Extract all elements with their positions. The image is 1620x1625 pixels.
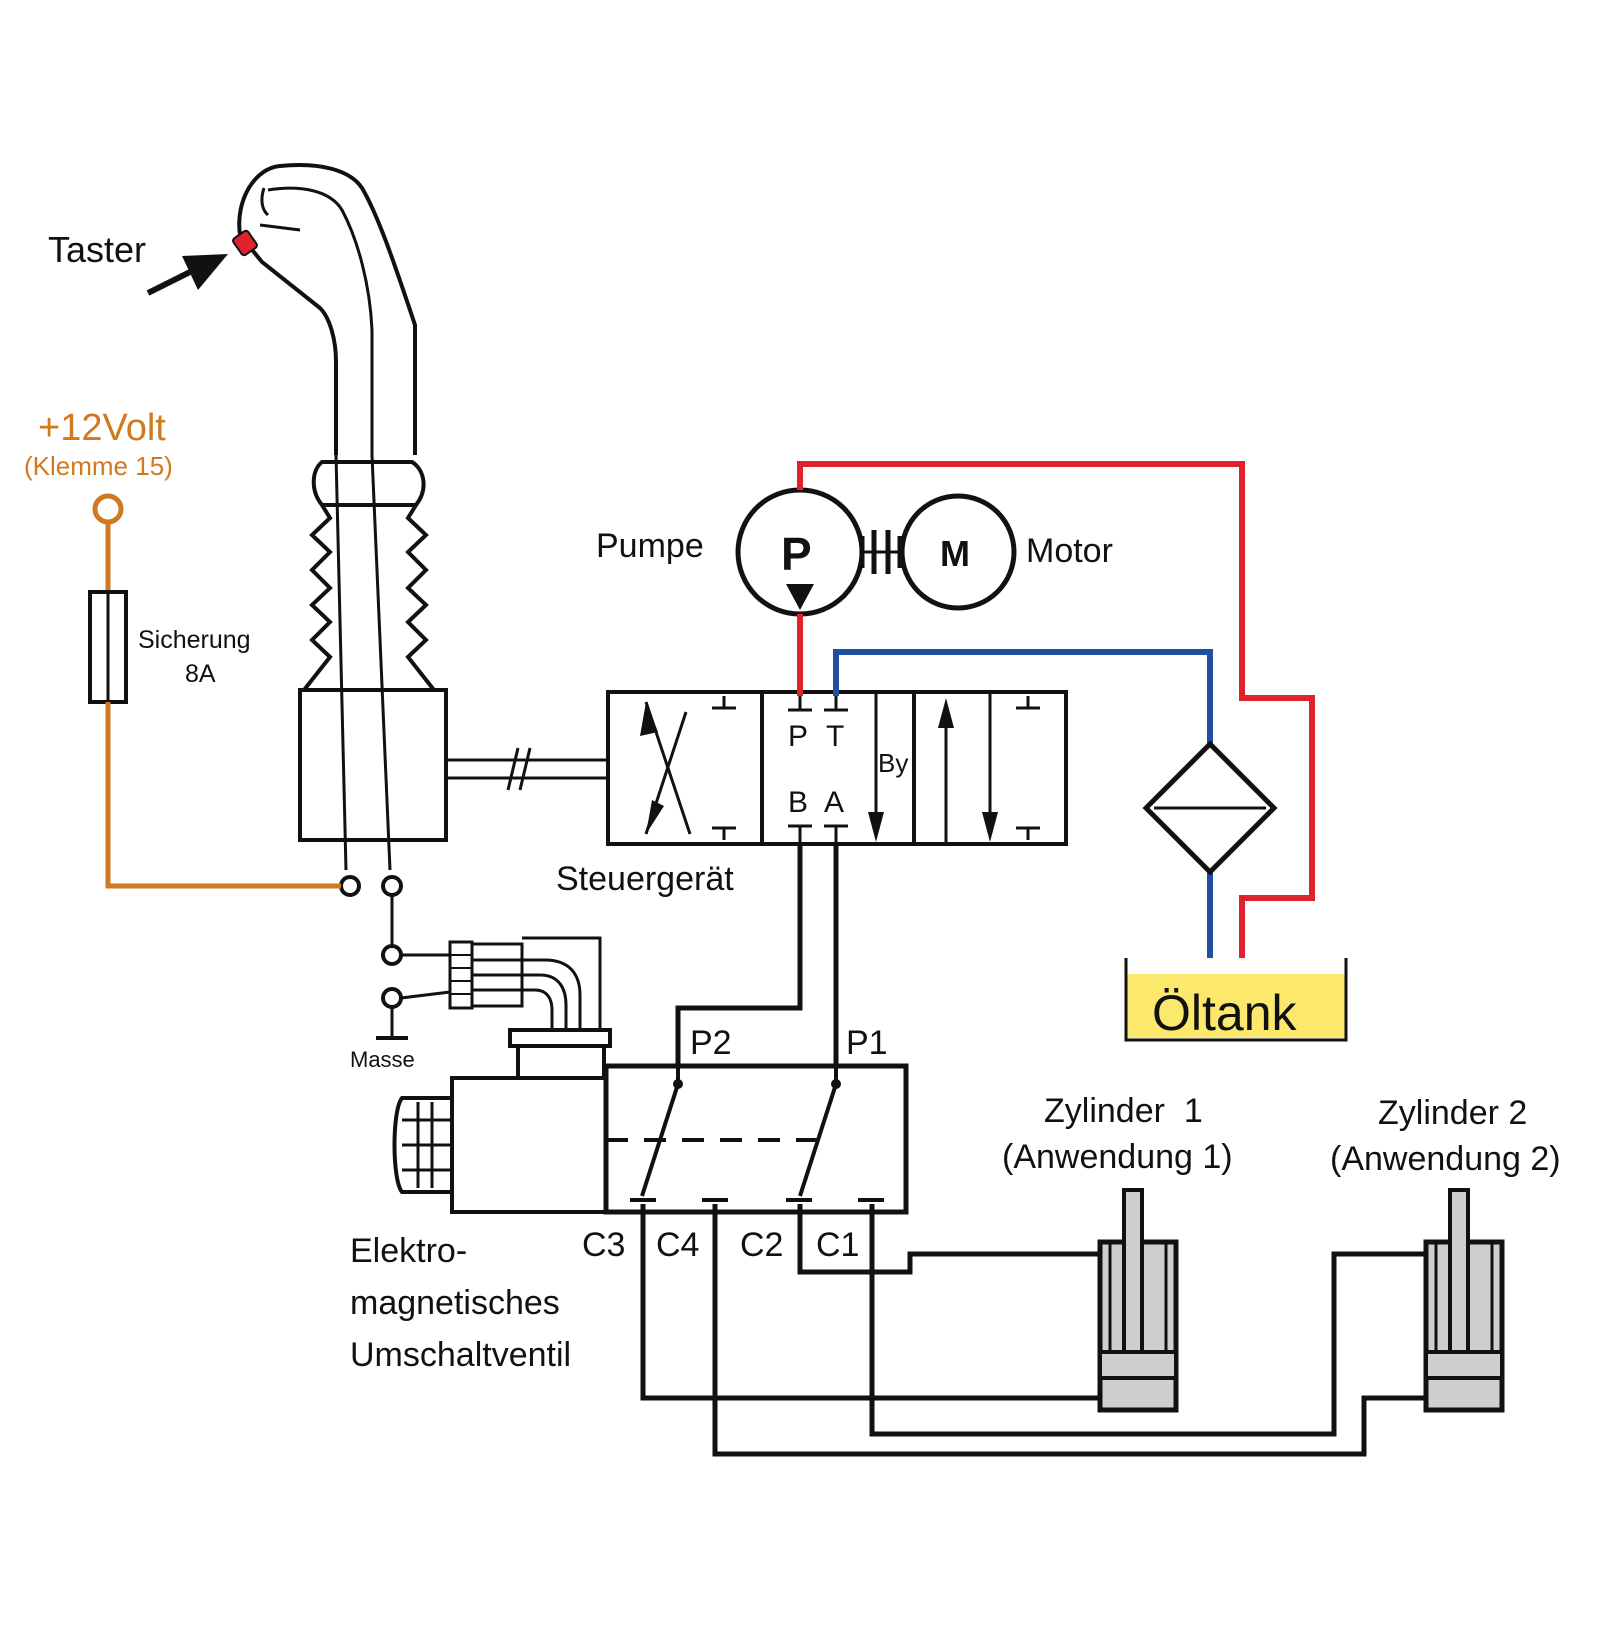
return-line xyxy=(833,649,1213,744)
cylinder-1-label-line1: Zylinder 1 xyxy=(1044,1092,1203,1130)
port-by-label: By xyxy=(878,748,908,778)
valve-port-c3: C3 xyxy=(582,1226,625,1264)
taster-arrow-icon xyxy=(146,254,228,296)
voltage-label: +12Volt xyxy=(38,407,166,449)
pump-arrow-icon xyxy=(786,584,814,610)
port-p-label: P xyxy=(788,720,808,753)
filter-icon xyxy=(1142,740,1278,876)
control-unit-label: Steuergerät xyxy=(556,860,734,898)
klemme-label: (Klemme 15) xyxy=(24,451,173,481)
valve-port-c1: C1 xyxy=(816,1226,859,1264)
pressure-line xyxy=(797,461,1315,958)
motor-symbol xyxy=(899,493,1017,611)
ground-label: Masse xyxy=(350,1047,415,1072)
pump-symbol-letter: P xyxy=(781,528,812,580)
valve-port-c4: C4 xyxy=(656,1226,699,1264)
motor-label: Motor xyxy=(1026,532,1113,570)
solenoid-plug-connector xyxy=(448,936,612,1092)
solenoid-label-line1: Elektro- xyxy=(350,1232,467,1270)
valve-port-p2: P2 xyxy=(690,1024,732,1062)
port-a-label: A xyxy=(824,786,844,819)
valve-port-p1: P1 xyxy=(846,1024,888,1062)
lever-terminal-right xyxy=(381,875,403,897)
control-unit xyxy=(606,690,1068,846)
changeover-valve xyxy=(603,1063,909,1215)
cylinder-1 xyxy=(1097,1188,1179,1413)
solenoid-coil xyxy=(392,1076,608,1214)
valve-port-c2: C2 xyxy=(740,1226,783,1264)
pump-label: Pumpe xyxy=(596,527,704,565)
oil-tank xyxy=(1124,958,1348,1042)
tank-label: Öltank xyxy=(1152,985,1298,1041)
solenoid-label-line3: Umschaltventil xyxy=(350,1336,571,1374)
switch-terminal-lower xyxy=(381,987,403,1009)
fuse-label-line2: 8A xyxy=(185,660,216,688)
joystick-lever xyxy=(232,163,610,897)
cylinder-1-label-line2: (Anwendung 1) xyxy=(1002,1138,1233,1176)
pump-motor-coupling xyxy=(859,530,903,574)
solenoid-label-line2: magnetisches xyxy=(350,1284,560,1322)
cylinder-2-label-line1: Zylinder 2 xyxy=(1378,1094,1527,1132)
supply-terminal xyxy=(92,493,124,525)
lever-terminal-left xyxy=(339,875,361,897)
taster-label: Taster xyxy=(48,229,146,270)
fuse-label-line1: Sicherung xyxy=(138,626,251,654)
motor-symbol-letter: M xyxy=(940,533,970,574)
port-t-label: T xyxy=(826,720,844,753)
switch-terminal-upper xyxy=(381,944,403,966)
push-button-icon[interactable] xyxy=(232,229,258,257)
port-b-label: B xyxy=(788,786,808,819)
cylinder-2 xyxy=(1423,1188,1505,1413)
cylinder-2-label-line2: (Anwendung 2) xyxy=(1330,1140,1561,1178)
